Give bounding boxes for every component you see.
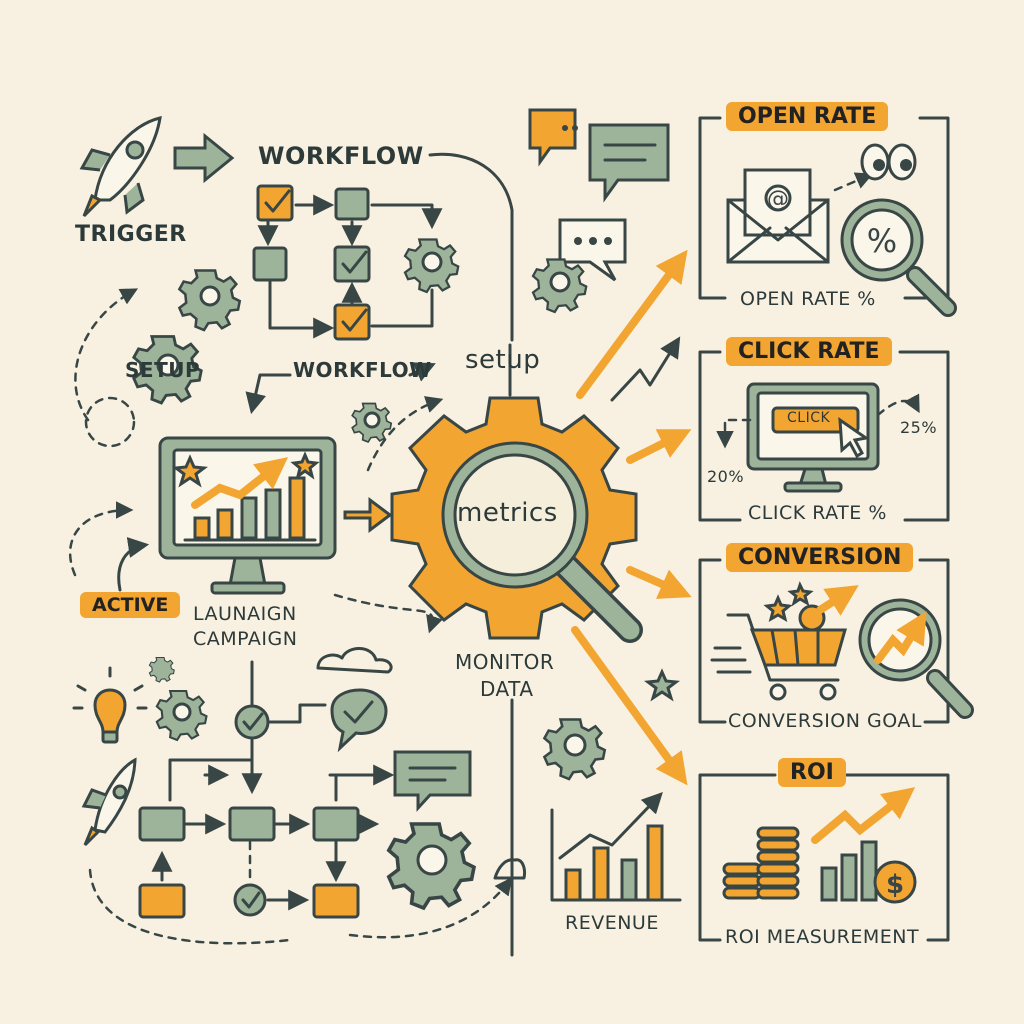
- percent-icon: %: [840, 198, 957, 317]
- trigger-arrow-icon: [173, 132, 235, 184]
- setup-center-label: setup: [465, 345, 541, 375]
- roi-caption: ROI MEASUREMENT: [725, 926, 920, 948]
- workflow-grid-bottom: [88, 660, 513, 945]
- arrow-to-click-rate: [626, 429, 692, 464]
- click-button-label: CLICK: [787, 410, 831, 426]
- workflow-top-label: WORKFLOW: [258, 142, 424, 170]
- revenue-label: REVENUE: [565, 912, 659, 934]
- trend-arrow-icon: [610, 336, 681, 402]
- envelope-icon: @: [726, 168, 874, 264]
- open-rate-title: OPEN RATE: [726, 102, 889, 131]
- dollar-icon: $: [873, 860, 917, 904]
- launch-label-line2: CAMPAIGN: [193, 628, 298, 650]
- cart-icon: [710, 581, 859, 701]
- conversion-panel-frame: [698, 558, 950, 724]
- click-rate-left-value: 20%: [707, 467, 745, 486]
- eyes-icon: [860, 143, 917, 181]
- chat-bubble-icon: [528, 108, 670, 282]
- metrics-label: metrics: [457, 498, 558, 528]
- roi-title: ROI: [778, 758, 846, 787]
- rocket-icon: [81, 757, 137, 847]
- monitor-chart-icon: [158, 436, 337, 595]
- coins-icon: [722, 826, 800, 900]
- checkbox-icon: [333, 303, 371, 341]
- svg-text:$: $: [886, 870, 904, 900]
- setup-left-label: SETUP: [125, 358, 201, 382]
- click-rate-right-value: 25%: [900, 418, 938, 437]
- trigger-label: TRIGGER: [75, 222, 187, 247]
- monitor-label-line2: DATA: [480, 677, 534, 701]
- magnifier-trend-icon: [858, 598, 974, 719]
- rocket-icon: [79, 116, 162, 218]
- click-rate-caption: CLICK RATE %: [748, 502, 887, 524]
- star-icon: [644, 668, 680, 702]
- roi-panel-frame: [698, 773, 950, 942]
- workflow-connector: [428, 152, 514, 342]
- cursor-icon: [838, 416, 870, 459]
- click-rate-title: CLICK RATE: [726, 337, 892, 366]
- conversion-title: CONVERSION: [726, 543, 914, 572]
- revenue-chart-icon: [550, 791, 682, 902]
- arrow-to-conversion: [626, 566, 692, 599]
- gear-icon: [148, 656, 607, 910]
- monitor-label-line1: MONITOR: [455, 650, 555, 674]
- click-monitor-icon: [716, 382, 920, 493]
- svg-text:%: %: [867, 222, 897, 260]
- checkbox-icon: [256, 184, 294, 222]
- gear-icon: [351, 258, 588, 443]
- workflow-mid-label: WORKFLOW: [293, 358, 432, 382]
- magnifier-icon: [441, 441, 643, 643]
- conversion-caption: CONVERSION GOAL: [728, 710, 922, 732]
- open-rate-caption: OPEN RATE %: [740, 288, 876, 310]
- checkbox-icon: [333, 245, 371, 283]
- lightbulb-icon: [72, 666, 148, 744]
- arrow-to-roi: [571, 626, 688, 786]
- gear-icon: [132, 269, 242, 405]
- launch-label-line1: LAUNAIGN: [193, 603, 297, 625]
- arrow-to-open-rate: [576, 249, 688, 399]
- roi-chart-icon: [811, 787, 916, 902]
- workflow-grid-top: [252, 184, 460, 341]
- svg-text:@: @: [767, 187, 789, 212]
- click-rate-panel-frame: [698, 350, 950, 522]
- cloud-icon: [316, 647, 526, 880]
- active-badge: ACTIVE: [80, 592, 181, 618]
